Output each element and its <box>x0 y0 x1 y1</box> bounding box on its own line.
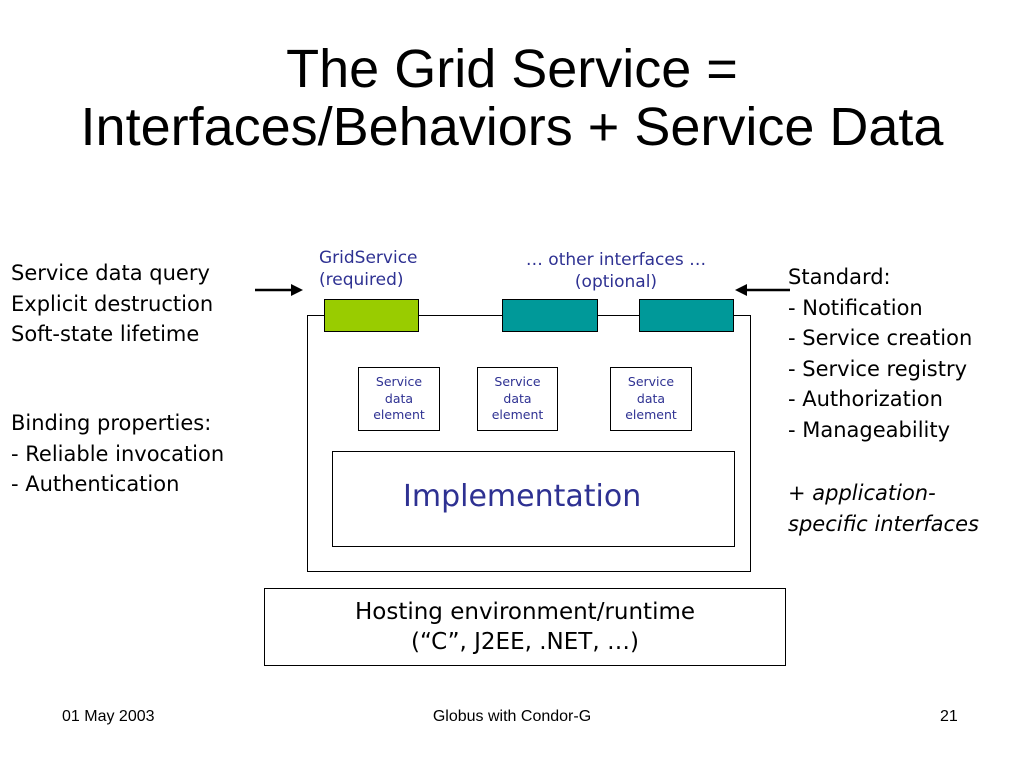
right-item: - Notification <box>788 295 923 320</box>
right-item: - Manageability <box>788 417 951 442</box>
sde-text: element <box>373 407 425 423</box>
service-data-element: Service data element <box>610 367 692 431</box>
left-operations-list: Service data query Explicit destruction … <box>11 258 213 350</box>
optional-interface-tab-1 <box>502 299 598 332</box>
optional-interface-tab-2 <box>639 299 734 332</box>
left-item: Binding properties: <box>11 411 212 435</box>
application-line-1: + application- <box>788 478 979 509</box>
right-application-note: + application- specific interfaces <box>788 478 979 539</box>
left-arrow-icon <box>255 284 303 296</box>
left-item: - Authentication <box>11 472 180 496</box>
footer-date: 01 May 2003 <box>62 708 155 725</box>
sde-text: Service <box>494 374 541 390</box>
sde-text: data <box>384 390 414 406</box>
footer-title: Globus with Condor-G <box>432 708 592 725</box>
other-interfaces-label: … other interfaces … (optional) <box>500 249 732 293</box>
left-item: Soft-state lifetime <box>11 322 200 346</box>
right-standard-list: Standard: - Notification - Service creat… <box>788 262 972 445</box>
sde-text: data <box>636 390 666 406</box>
right-arrow-icon <box>735 284 790 296</box>
service-data-element: Service data element <box>477 367 558 431</box>
sde-text: Service <box>627 374 675 390</box>
left-item: Explicit destruction <box>11 291 214 316</box>
plus-prefix: + <box>788 481 813 505</box>
title-line-1: The Grid Service = <box>286 39 738 99</box>
right-item: - Authorization <box>788 387 943 411</box>
footer-page-number: 21 <box>940 708 958 725</box>
sde-text: data <box>503 390 532 406</box>
right-item: - Service registry <box>788 356 968 381</box>
implementation-box: Implementation <box>332 451 735 547</box>
gridservice-label-line-2: (required) <box>319 270 404 290</box>
other-label-line-2: (optional) <box>574 272 658 292</box>
hosting-line-2: (“C”, J2EE, .NET, …) <box>411 629 639 655</box>
sde-text: Service <box>375 374 423 390</box>
gridservice-interface-tab <box>324 299 419 332</box>
hosting-line-1: Hosting environment/runtime <box>354 599 696 625</box>
application-line-2: specific interfaces <box>788 509 979 540</box>
gridservice-label: GridService (required) <box>319 247 418 291</box>
title-line-2: Interfaces/Behaviors + Service Data <box>80 97 944 157</box>
right-item: Standard: <box>788 265 891 289</box>
application-italic-2: specific interfaces <box>788 511 979 536</box>
other-label-line-1: … other interfaces … <box>525 250 707 270</box>
implementation-label: Implementation <box>403 479 642 514</box>
hosting-environment-box: Hosting environment/runtime (“C”, J2EE, … <box>264 588 786 666</box>
left-item: Service data query <box>11 261 210 285</box>
application-italic-1: application- <box>812 481 936 505</box>
left-item: - Reliable invocation <box>11 441 225 466</box>
slide-title: The Grid Service = Interfaces/Behaviors … <box>0 40 1024 156</box>
left-binding-list: Binding properties: - Reliable invocatio… <box>11 408 224 500</box>
service-data-element: Service data element <box>358 367 440 431</box>
gridservice-label-line-1: GridService <box>319 248 418 268</box>
sde-text: element <box>491 407 544 423</box>
sde-text: element <box>625 407 677 423</box>
right-item: - Service creation <box>788 326 973 350</box>
